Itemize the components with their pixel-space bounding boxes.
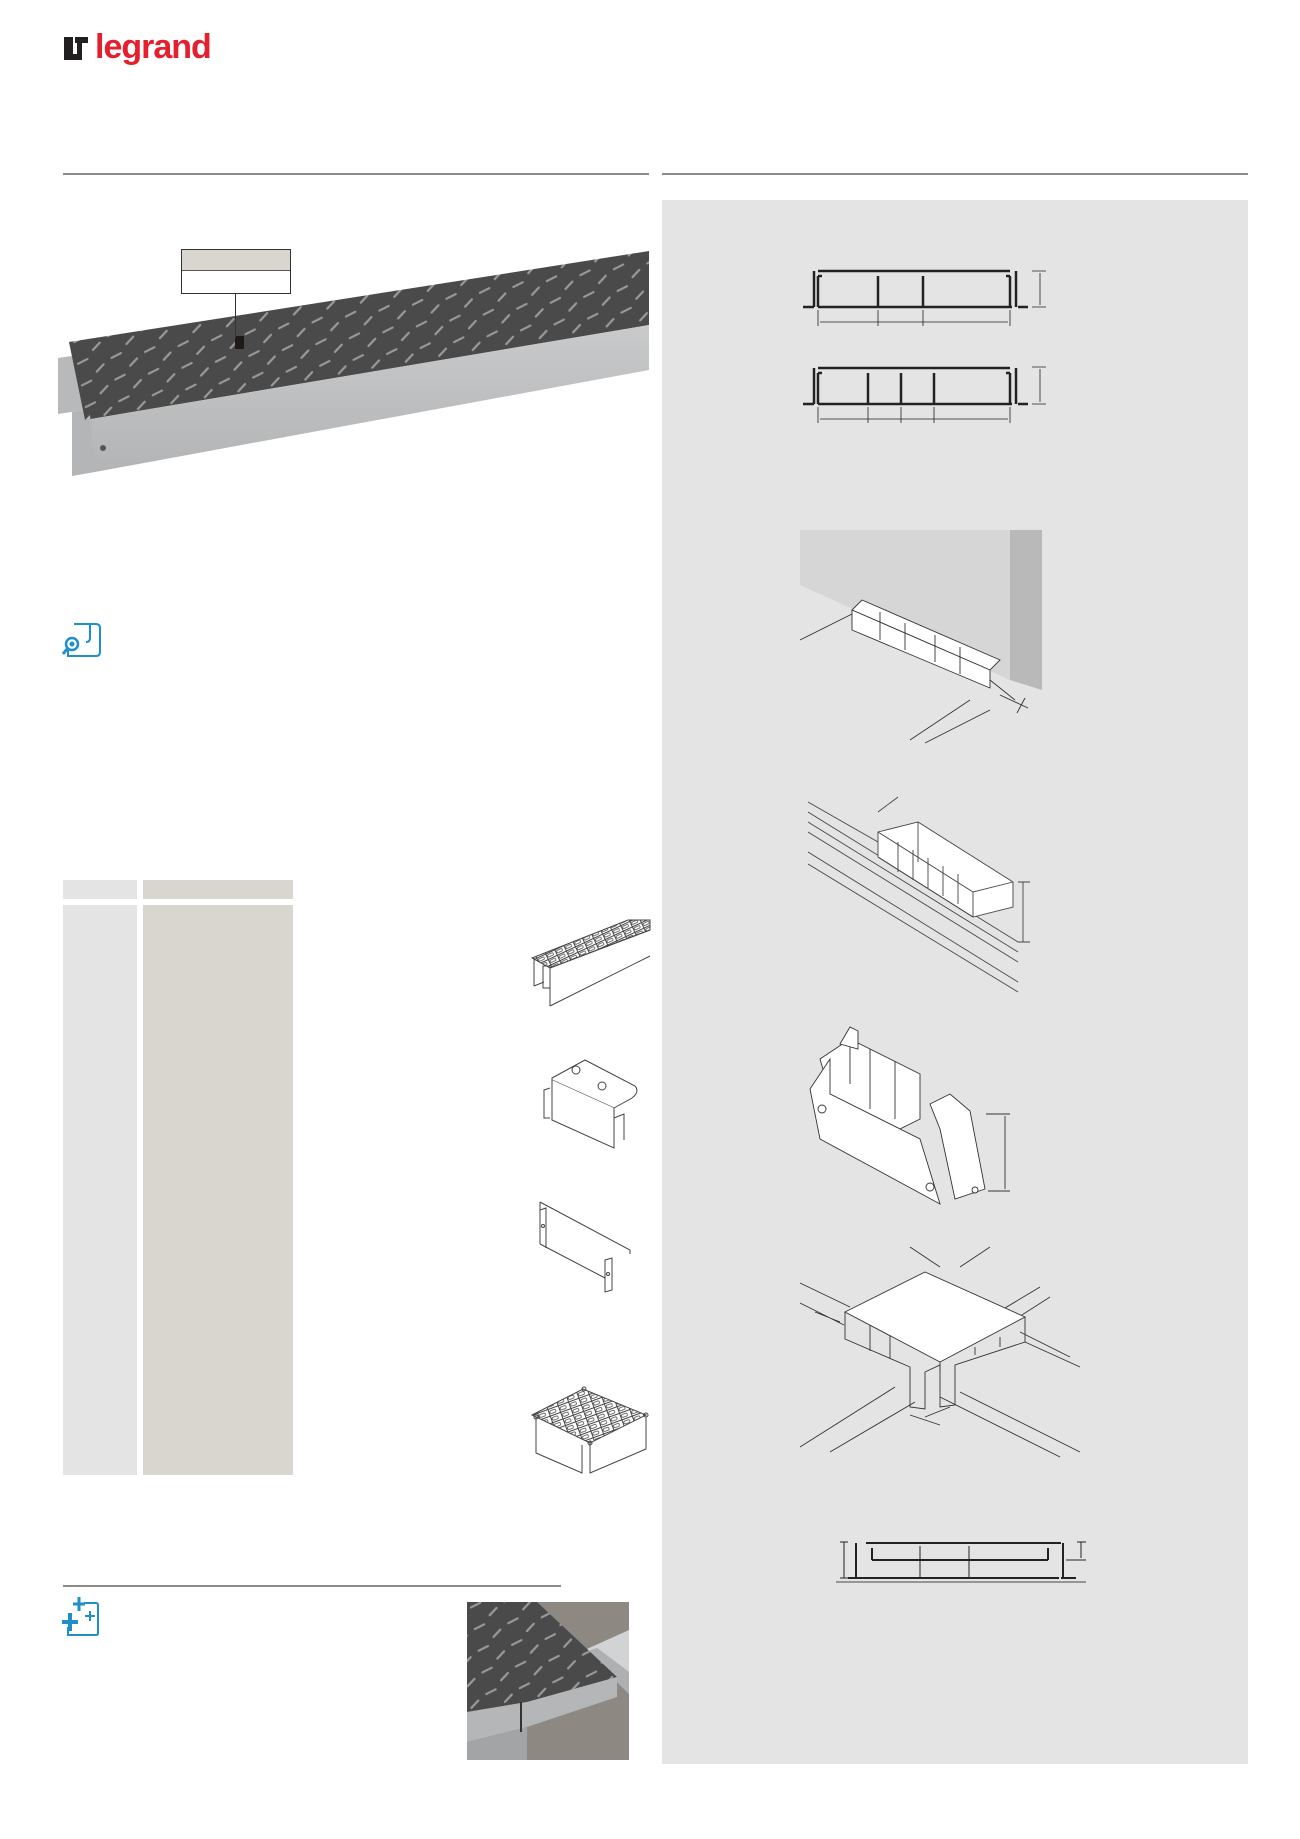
table-column-1 — [63, 905, 137, 1475]
technical-info-icon — [61, 620, 102, 660]
photo-installed-trunking — [467, 1602, 629, 1760]
drawing-end-plate — [539, 1200, 631, 1295]
drawing-tee-cover — [540, 1058, 645, 1149]
table-header-col-1 — [63, 880, 137, 899]
logo-wordmark: legrand — [95, 28, 212, 66]
drawing-junction-box — [528, 1386, 650, 1475]
legrand-logo-mark-icon — [64, 36, 88, 60]
cross-section-3-compartments — [800, 268, 1060, 334]
drawing-end-piece — [809, 1019, 1020, 1211]
table-column-2 — [143, 905, 293, 1475]
drawing-trench-installation — [807, 792, 1043, 993]
dimensions-panel — [662, 200, 1248, 1764]
cross-section-4-compartments — [800, 365, 1060, 431]
drawing-wall-installation — [799, 530, 1045, 745]
section-rule-left — [63, 173, 649, 175]
callout-label-box — [181, 249, 291, 294]
drawing-cross-junction — [799, 1246, 1081, 1458]
product-photo-floor-trunking — [55, 250, 655, 480]
section-rule-right — [662, 173, 1248, 175]
drawing-trunking-section — [528, 916, 651, 1008]
cross-section-low-profile — [836, 1540, 1091, 1584]
table-header-col-2 — [143, 880, 293, 899]
legrand-logo: legrand — [63, 28, 212, 67]
callout-leader-line — [235, 293, 236, 338]
accessories-plus-icon — [62, 1595, 102, 1639]
section-rule-accessories — [63, 1585, 561, 1587]
